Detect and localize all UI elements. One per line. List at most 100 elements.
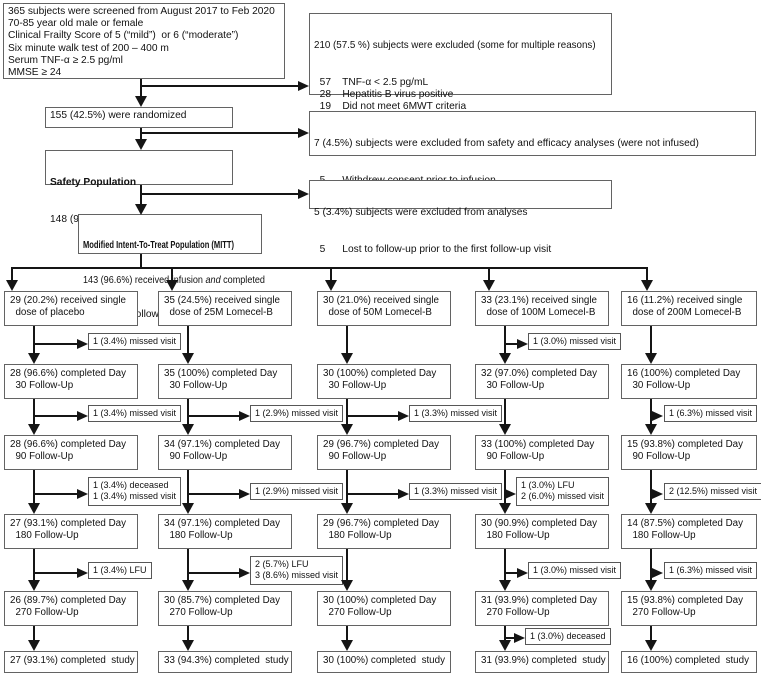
arm5-dropout-box: 1 (6.3%) missed visit bbox=[664, 562, 758, 580]
arm2-day270-box: 30 (85.7%) completed Day 270 Follow-Up bbox=[158, 591, 292, 626]
flow-line bbox=[346, 399, 348, 424]
flow-line bbox=[171, 269, 173, 280]
flow-line bbox=[141, 132, 298, 134]
arrow-down-icon bbox=[341, 640, 353, 651]
arm3-received-box: 30 (21.0%) received single dose of 50M L… bbox=[317, 291, 451, 326]
arrow-down-icon bbox=[499, 353, 511, 364]
arrow-down-icon bbox=[182, 353, 194, 364]
arm4-day30-box: 32 (97.0%) completed Day 30 Follow-Up bbox=[475, 364, 609, 399]
excluded-screening-box: 210 (57.5 %) subjects were excluded (som… bbox=[309, 13, 612, 137]
flow-line bbox=[187, 470, 189, 503]
arm5-day180-box: 14 (87.5%) completed Day 180 Follow-Up bbox=[621, 514, 757, 549]
arrow-down-icon bbox=[28, 503, 40, 514]
arrow-down-icon bbox=[641, 280, 653, 291]
arrow-down-icon bbox=[325, 280, 337, 291]
arrow-down-icon bbox=[499, 503, 511, 514]
arrow-right-icon bbox=[298, 81, 309, 91]
arm4-day90-box: 33 (100%) completed Day 90 Follow-Up bbox=[475, 435, 609, 470]
mitt-title: Modified Intent-To-Treat Population (MIT… bbox=[83, 240, 235, 251]
flow-line bbox=[189, 415, 239, 417]
arrow-right-icon bbox=[77, 489, 88, 499]
arrow-right-icon bbox=[398, 489, 409, 499]
arm1-study-box: 27 (93.1%) completed study bbox=[4, 651, 138, 673]
excluded-analyses-box: 5 (3.4%) subjects were excluded from ana… bbox=[309, 180, 612, 255]
flow-line bbox=[35, 493, 77, 495]
arrow-right-icon bbox=[77, 339, 88, 349]
arm4-study-box: 31 (93.9%) completed study bbox=[475, 651, 609, 673]
flow-line bbox=[187, 399, 189, 424]
arm3-day180-box: 29 (96.7%) completed Day 180 Follow-Up bbox=[317, 514, 451, 549]
randomized-text: 155 (42.5%) were randomized bbox=[50, 110, 187, 121]
excluded-analyses-items: 5 Lost to follow-up prior to the first f… bbox=[314, 244, 552, 256]
excluded-screening-title: 210 (57.5 %) subjects were excluded (som… bbox=[314, 40, 596, 52]
flow-line bbox=[646, 269, 648, 280]
flow-line bbox=[348, 415, 398, 417]
arm4-dropout-box: 1 (3.0%) LFU 2 (6.0%) missed visit bbox=[516, 477, 610, 506]
arrow-down-icon bbox=[182, 424, 194, 435]
arm5-dropout-box: 2 (12.5%) missed visit bbox=[664, 483, 761, 501]
flow-line bbox=[348, 493, 398, 495]
flow-line bbox=[330, 269, 332, 280]
screening-box: 365 subjects were screened from August 2… bbox=[3, 3, 285, 79]
flow-line bbox=[35, 343, 77, 345]
arm2-dropout-box: 1 (2.9%) missed visit bbox=[250, 483, 344, 501]
flow-line bbox=[140, 79, 142, 96]
mitt-box: Modified Intent-To-Treat Population (MIT… bbox=[78, 214, 265, 320]
flow-line bbox=[33, 399, 35, 424]
flow-line bbox=[650, 470, 652, 503]
flow-line bbox=[33, 326, 35, 353]
arrow-down-icon bbox=[645, 503, 657, 514]
arm2-study-box: 33 (94.3%) completed study bbox=[158, 651, 292, 673]
arm1-day90-box: 28 (96.6%) completed Day 90 Follow-Up bbox=[4, 435, 138, 470]
flow-line bbox=[504, 549, 506, 580]
arrow-down-icon bbox=[28, 353, 40, 364]
flow-line bbox=[189, 493, 239, 495]
arm3-study-box: 30 (100%) completed study bbox=[317, 651, 451, 673]
arrow-right-icon bbox=[505, 489, 516, 499]
flow-line bbox=[35, 415, 77, 417]
arm1-dropout-box: 1 (3.4%) LFU bbox=[88, 562, 152, 580]
arrow-down-icon bbox=[135, 96, 147, 107]
arm2-dropout-box: 1 (2.9%) missed visit bbox=[250, 405, 344, 423]
arm1-day30-box: 28 (96.6%) completed Day 30 Follow-Up bbox=[4, 364, 138, 399]
arrow-right-icon bbox=[652, 568, 663, 578]
arm2-received-box: 35 (24.5%) received single dose of 25M L… bbox=[158, 291, 292, 326]
flow-line bbox=[488, 269, 490, 280]
arrow-down-icon bbox=[28, 424, 40, 435]
arm4-received-box: 33 (23.1%) received single dose of 100M … bbox=[475, 291, 609, 326]
arrow-down-icon bbox=[483, 280, 495, 291]
arrow-right-icon bbox=[514, 633, 525, 643]
arm2-day180-box: 34 (97.1%) completed Day 180 Follow-Up bbox=[158, 514, 292, 549]
randomized-box: 155 (42.5%) were randomized bbox=[45, 107, 233, 128]
arrow-down-icon bbox=[341, 424, 353, 435]
arm5-dropout-box: 1 (6.3%) missed visit bbox=[664, 405, 758, 423]
arm5-day90-box: 15 (93.8%) completed Day 90 Follow-Up bbox=[621, 435, 757, 470]
flow-line bbox=[504, 470, 506, 503]
safety-population-box: Safety Population 148 (96.1%) received i… bbox=[45, 150, 233, 225]
flow-line bbox=[506, 637, 514, 639]
arm2-dropout-box: 2 (5.7%) LFU 3 (8.6%) missed visit bbox=[250, 556, 344, 585]
arm1-dropout-box: 1 (3.4%) deceased 1 (3.4%) missed visit bbox=[88, 477, 182, 506]
flow-line bbox=[141, 85, 298, 87]
arrow-down-icon bbox=[499, 424, 511, 435]
arm5-day270-box: 15 (93.8%) completed Day 270 Follow-Up bbox=[621, 591, 757, 626]
arm1-dropout-box: 1 (3.4%) missed visit bbox=[88, 333, 182, 351]
flow-line bbox=[506, 343, 517, 345]
excluded-analyses-title: 5 (3.4%) subjects were excluded from ana… bbox=[314, 207, 528, 219]
arrow-right-icon bbox=[652, 489, 663, 499]
arrow-down-icon bbox=[182, 640, 194, 651]
arrow-down-icon bbox=[28, 580, 40, 591]
flow-line bbox=[346, 626, 348, 640]
flow-line bbox=[346, 326, 348, 353]
arrow-down-icon bbox=[341, 353, 353, 364]
flow-line bbox=[35, 572, 77, 574]
arrow-down-icon bbox=[645, 353, 657, 364]
flow-line bbox=[504, 326, 506, 353]
arrow-down-icon bbox=[499, 640, 511, 651]
arm5-day30-box: 16 (100%) completed Day 30 Follow-Up bbox=[621, 364, 757, 399]
arm4-day270-box: 31 (93.9%) completed Day 270 Follow-Up bbox=[475, 591, 609, 626]
arrow-down-icon bbox=[182, 503, 194, 514]
flow-line bbox=[33, 470, 35, 503]
arm4-dropout-box: 1 (3.0%) deceased bbox=[525, 628, 611, 646]
